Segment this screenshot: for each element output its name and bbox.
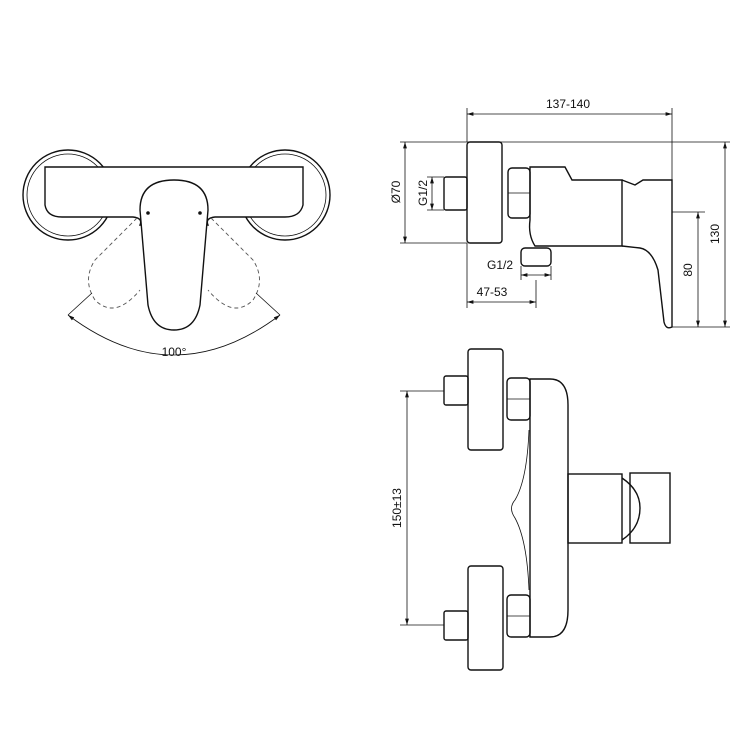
front-view: 100° bbox=[22, 149, 331, 359]
lever-height-label: 80 bbox=[681, 263, 695, 277]
outlet-thread-label: G1/2 bbox=[487, 258, 513, 272]
outlet-offset-label: 47-53 bbox=[477, 285, 508, 299]
depth-label: 137-140 bbox=[546, 97, 590, 111]
centres-label: 150±13 bbox=[390, 488, 404, 528]
height-label: 130 bbox=[708, 224, 722, 244]
angle-label: 100° bbox=[162, 345, 187, 359]
top-view: 150±13 bbox=[390, 348, 671, 671]
rosette-diameter-label: Ø70 bbox=[389, 180, 403, 203]
inlet-thread-label: G1/2 bbox=[416, 180, 430, 206]
side-view: 137-140 Ø70 G1/2 G1/2 47-53 130 80 bbox=[389, 97, 730, 329]
